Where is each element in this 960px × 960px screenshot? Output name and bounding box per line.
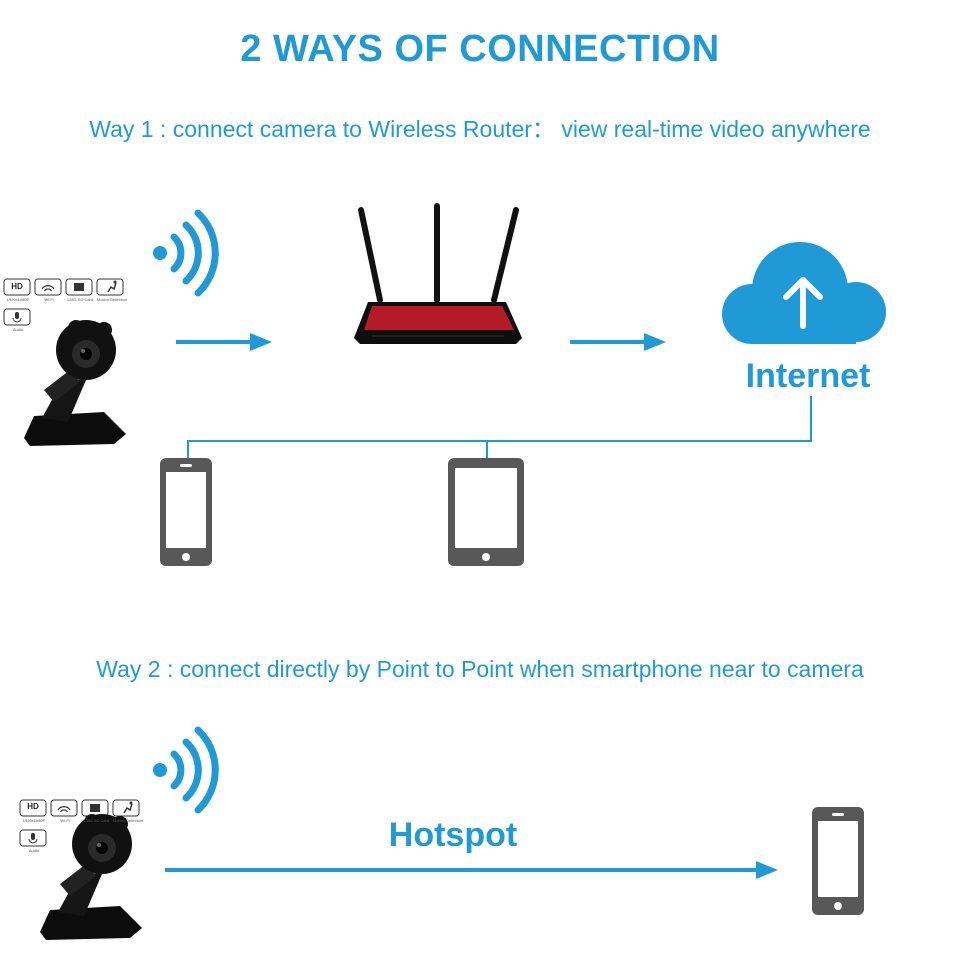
internet-connection-lines	[187, 396, 812, 460]
way1-wifi-signal-icon	[153, 213, 215, 293]
badge-caption-wifi: Wi-Fi	[44, 297, 54, 302]
hotspot-label: Hotspot	[388, 816, 518, 854]
badge-caption-resolution: 1920x1080P	[6, 297, 30, 302]
hotspot-smartphone-icon	[812, 807, 864, 915]
wireless-router-image	[354, 203, 522, 344]
hd-badge-text: HD	[11, 282, 23, 291]
internet-label: Internet	[745, 357, 871, 395]
badge-caption-sd-2: 128G SD Card	[82, 818, 110, 823]
badge-caption-resolution-2: 1920x1080P	[22, 818, 46, 823]
cloud-upload-icon	[722, 242, 886, 344]
way1-camera-clip-image	[24, 320, 126, 446]
hd-badge-text-2: HD	[27, 802, 39, 811]
page-title: 2 WAYS OF CONNECTION	[240, 28, 720, 70]
way1-caption: Way 1 : connect camera to Wireless Route…	[89, 116, 871, 142]
badge-caption-wifi-2: Wi-Fi	[60, 818, 70, 823]
camera-to-router-arrow	[176, 333, 272, 351]
tablet-icon	[448, 458, 524, 566]
badge-caption-motion-2: Motion Detection	[113, 818, 144, 823]
badge-caption-audio-2: Audio	[28, 848, 40, 853]
way2-camera-clip-image	[40, 814, 142, 940]
way2-wifi-signal-icon	[153, 730, 215, 810]
badge-caption-sd: 128G SD Card	[66, 297, 94, 302]
way2-caption: Way 2 : connect directly by Point to Poi…	[96, 656, 864, 682]
hotspot-arrow	[165, 861, 778, 879]
badge-caption-audio: Audio	[12, 327, 24, 332]
badge-caption-motion: Motion Detection	[97, 297, 128, 302]
smartphone-icon	[160, 458, 212, 566]
router-to-cloud-arrow	[570, 333, 666, 351]
